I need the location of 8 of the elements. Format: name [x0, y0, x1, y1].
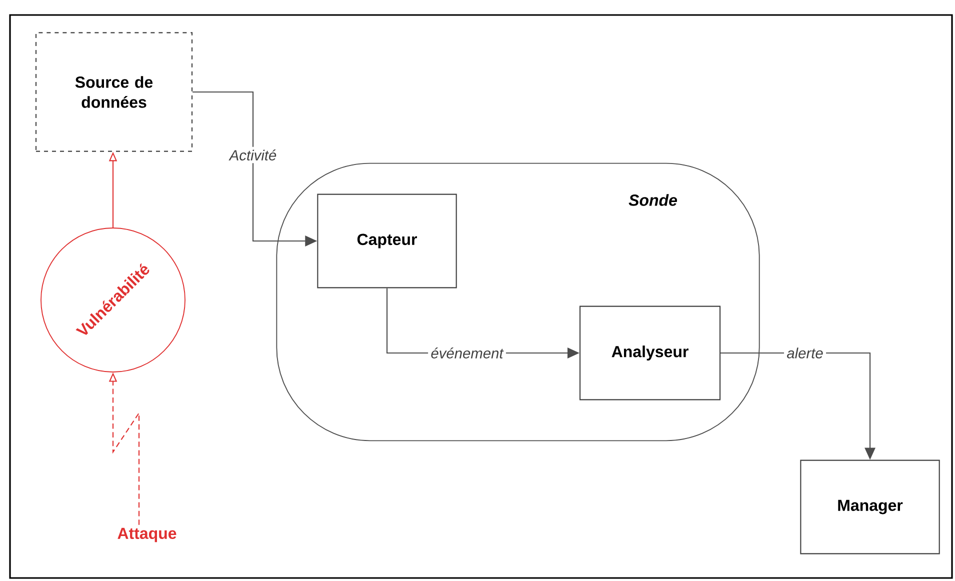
- sensor-box: Capteur: [317, 194, 457, 288]
- edge-label: événement: [428, 344, 506, 362]
- attack-text: Attaque: [118, 528, 176, 542]
- edge-label: alerte: [784, 344, 826, 362]
- analyzer-box: Analyseur: [579, 306, 721, 400]
- data-source-box: Source de données: [35, 32, 193, 152]
- edge-label: Activité: [226, 146, 280, 164]
- manager-box: Manager: [800, 460, 940, 554]
